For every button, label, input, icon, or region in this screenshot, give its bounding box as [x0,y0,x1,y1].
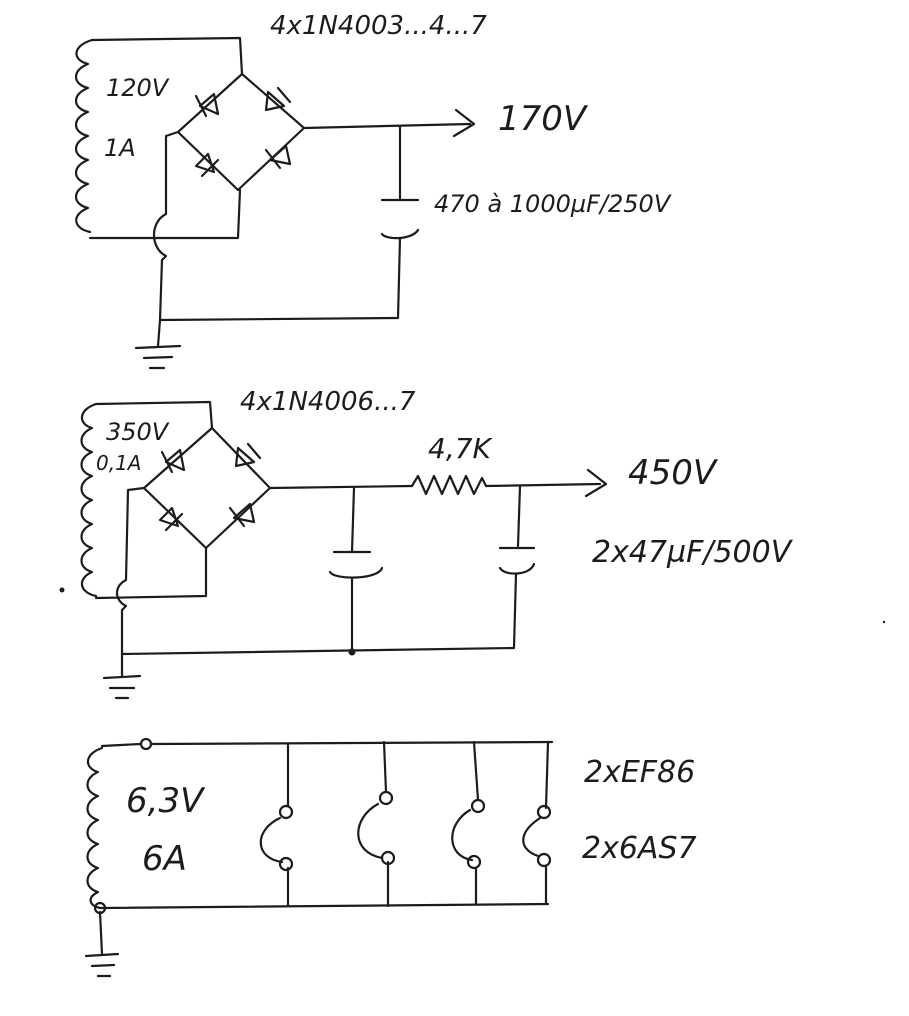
heater-top-rail [100,740,554,748]
tube-heater-2 [357,740,390,908]
transformer-1-leads [88,36,244,240]
heater-circuit [84,737,554,978]
transformer-2-leads [94,400,214,600]
tube-heater-1 [259,742,290,908]
supply-2-junction-dot [348,648,356,656]
supply-2-output-wire [268,468,608,498]
supply-1-capacitor-label: 470 à 1000µF/250V [434,190,672,218]
tube-heater-4 [522,740,550,906]
heater-bottom-rail [98,902,550,910]
transformer-1-winding [74,38,94,234]
tube-heater-1-pin-bottom [278,856,294,872]
transformer-2-winding [80,402,98,598]
supply-1-voltage-label: 120V [106,74,170,102]
bridge-2-edges [142,426,272,550]
heater-current-label: 6A [142,839,187,879]
tube-heater-2-pin-bottom [380,850,396,866]
heater-tube-1-label: 2xEF86 [584,755,695,790]
supply-2-return [115,486,516,656]
supply-2-output-label: 450V [628,453,719,493]
supply-1-current-label: 1A [104,134,136,162]
supply-1-return [152,130,400,322]
bridge-2-diode-d [228,502,256,528]
bridge-2-diode-a [160,448,186,474]
tube-heater-3 [451,740,480,906]
bridge-1-diode-c [194,152,220,178]
supply-2-circuit [80,400,608,700]
supply-2-resistor-label: 4,7K [428,432,494,465]
bridge-1-diode-b [264,86,292,112]
stray-mark [59,587,65,593]
heater-tube-2-label: 2x6AS7 [582,831,697,866]
supply-1-output-wire [302,108,476,138]
supply-2-rectifier-label: 4x1N4006...7 [240,387,416,417]
tube-heater-2-pin-top [378,790,394,806]
tube-heater-4-pin-bottom [536,852,552,868]
stray-mark-2 [882,620,886,624]
supply-1-output-label: 170V [498,99,589,139]
transformer-3-winding [86,746,104,910]
supply-2-capacitor-1 [328,486,384,654]
bridge-1-edges [176,72,306,192]
supply-1-circuit [74,36,476,370]
supply-2-current-label: 0,1A [96,451,142,475]
supply-2-capacitor-2 [498,484,536,650]
supply-2-voltage-label: 350V [106,418,170,446]
supply-1-capacitor [380,124,420,320]
tube-heater-1-pin-top [278,804,294,820]
bridge-1-diode-a [194,92,220,118]
bridge-2-diode-b [234,442,262,468]
supply-1-rectifier-label: 4x1N4003...4...7 [270,11,487,41]
supply-2-capacitor-label: 2x47µF/500V [592,535,794,570]
heater-terminal [139,737,153,751]
supply-2-resistor [410,474,488,496]
tube-heater-3-pin-top [470,798,486,814]
supply-1-ground [134,318,182,370]
heater-ground [84,910,120,978]
tube-heater-3-pin-bottom [466,854,482,870]
bridge-1-diode-d [264,144,292,170]
supply-2-ground [102,652,142,700]
heater-voltage-label: 6,3V [126,781,206,821]
bridge-2-diode-c [158,506,184,532]
tube-heater-4-pin-top [536,804,552,820]
